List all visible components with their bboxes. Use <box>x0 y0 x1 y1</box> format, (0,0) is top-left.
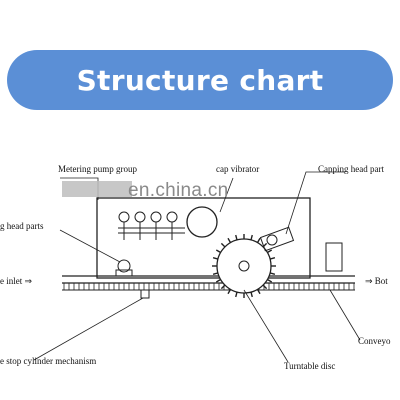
gear-tooth <box>267 249 273 254</box>
right-housing <box>325 242 343 272</box>
watermark: en.china.cn <box>128 180 229 201</box>
gear-tooth <box>215 249 221 254</box>
watermark-bar <box>62 181 132 197</box>
metering-pump-group <box>118 211 185 240</box>
label-inlet: e inlet ⇒ <box>0 276 33 286</box>
machine-diagram <box>33 171 361 363</box>
gear-tooth <box>262 284 268 290</box>
label-metering-pump: Metering pump group <box>58 164 137 174</box>
gear-tooth <box>269 272 276 275</box>
gear-tooth <box>235 291 238 298</box>
label-bottle-out: ⇒ Bot <box>365 276 388 286</box>
gear-tooth <box>220 242 226 248</box>
gear-tooth <box>215 278 221 283</box>
gear-tooth <box>250 291 253 298</box>
gear-tooth <box>227 237 232 243</box>
gear-tooth <box>250 234 253 241</box>
label-stop-cylinder: e stop cylinder mechanism <box>0 356 97 366</box>
gear-tooth <box>235 234 238 241</box>
label-cap-vibrator: cap vibrator <box>216 164 260 174</box>
gear-tooth <box>220 284 226 290</box>
label-capping-head-right: Capping head part <box>318 164 384 174</box>
label-turntable: Turntable disc <box>284 361 336 371</box>
gear-tooth <box>212 272 219 275</box>
label-conveyor: Conveyo <box>358 336 391 346</box>
capping-head-left <box>115 259 133 277</box>
cap-vibrator-disc <box>186 206 218 238</box>
banner-title: Structure chart <box>76 63 324 97</box>
gear-tooth <box>269 257 276 260</box>
gear-tooth <box>256 237 261 243</box>
machine-frame <box>96 197 311 279</box>
label-capping-head-left: g head parts <box>0 221 44 231</box>
turntable-disc <box>212 234 276 298</box>
gear-tooth <box>256 289 261 295</box>
gear-tooth <box>212 257 219 260</box>
gear-tooth <box>267 278 273 283</box>
stop-cylinder <box>140 289 150 299</box>
capping-head-right <box>259 226 295 252</box>
gear-tooth <box>227 289 232 295</box>
title-banner: Structure chart <box>7 50 393 110</box>
